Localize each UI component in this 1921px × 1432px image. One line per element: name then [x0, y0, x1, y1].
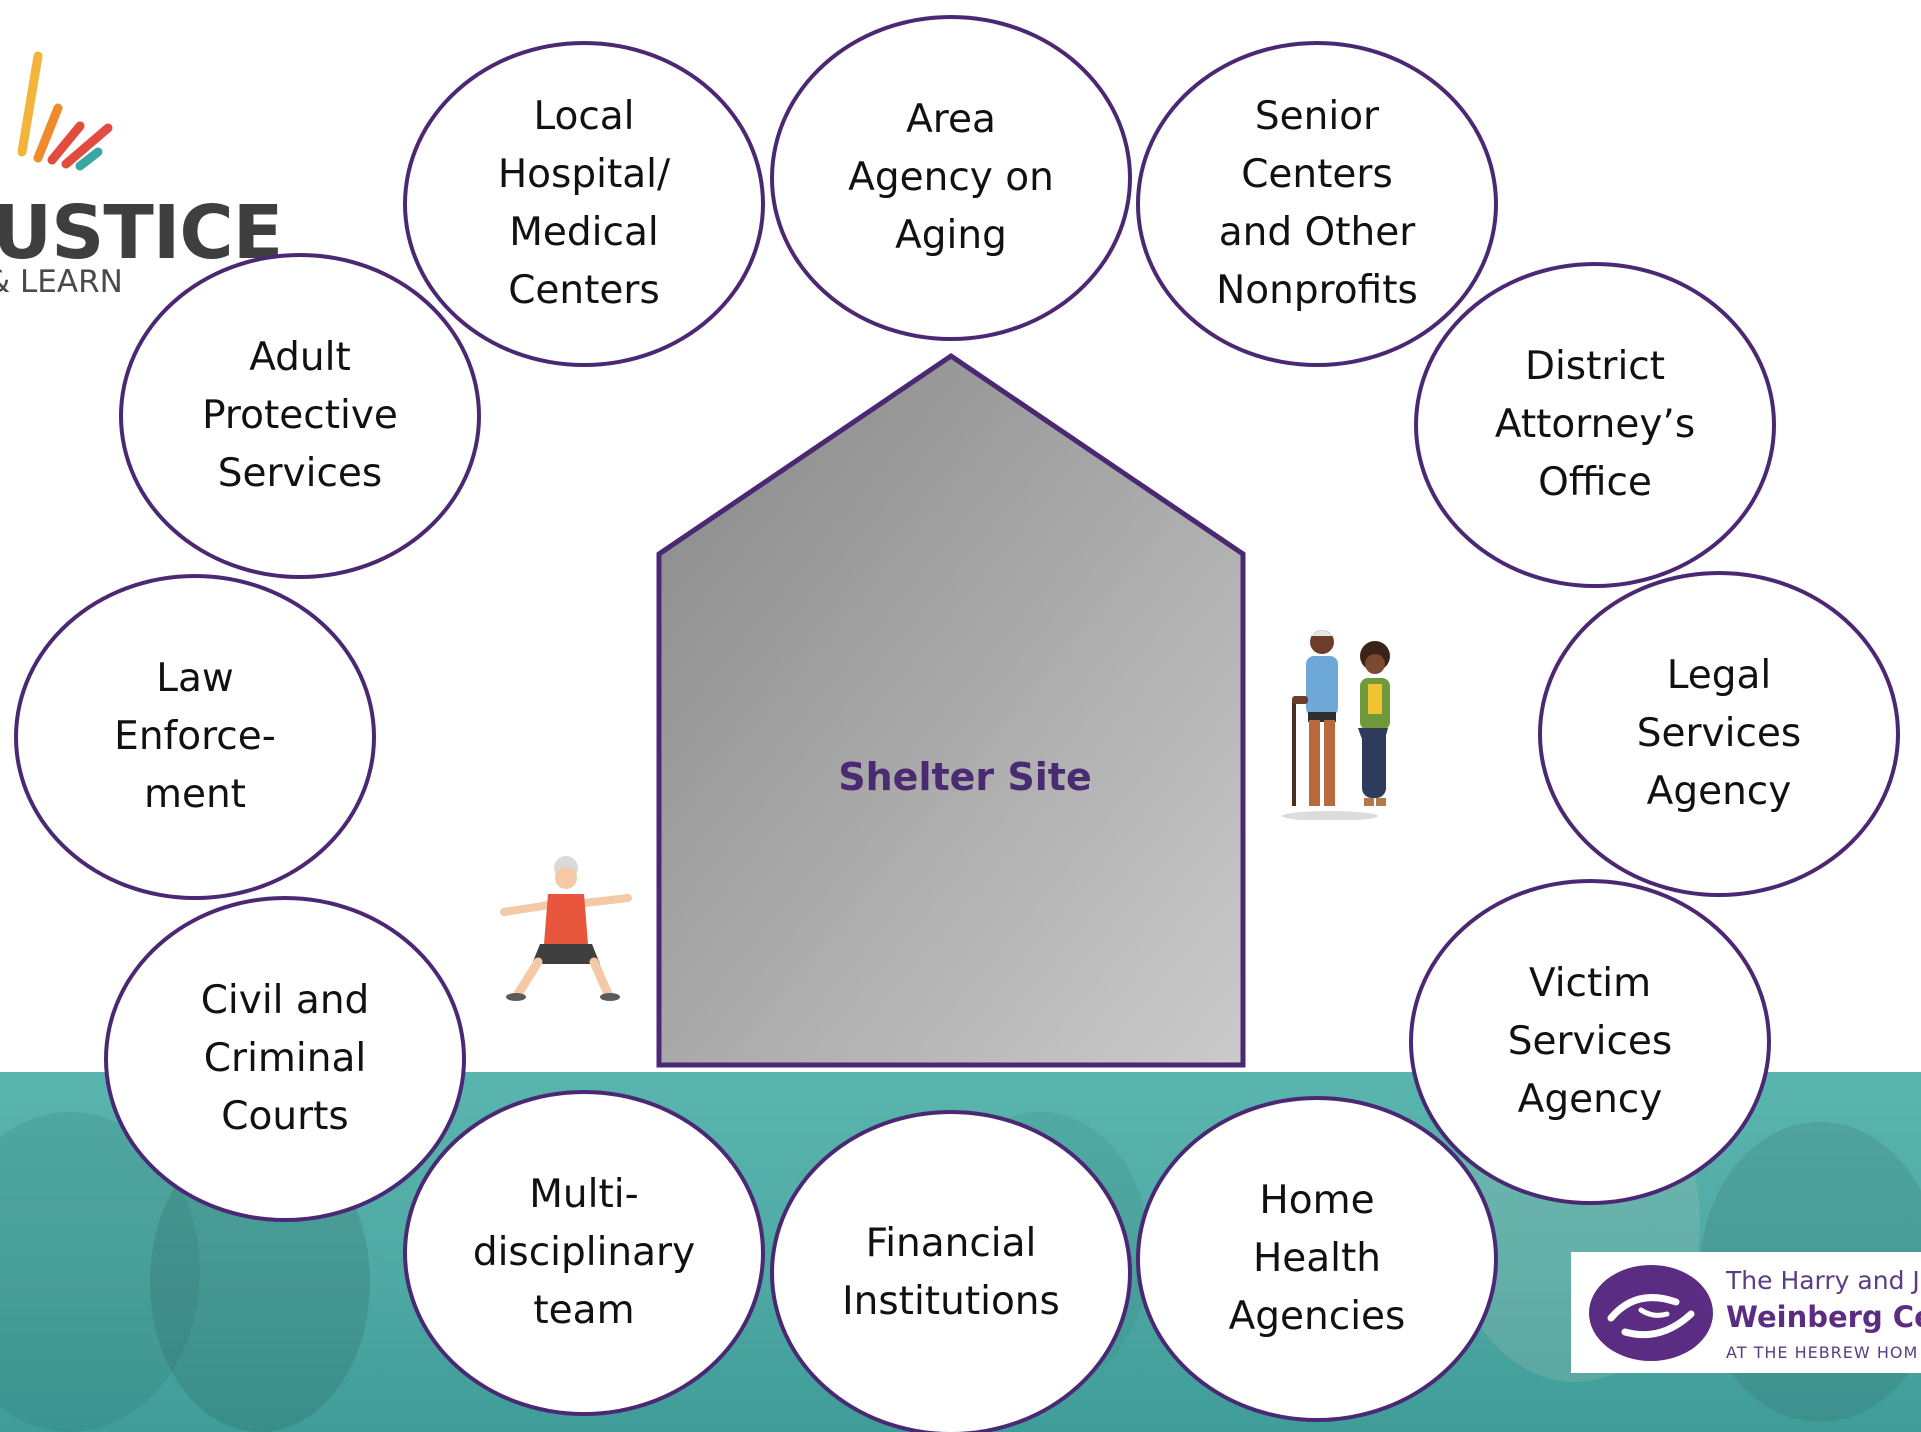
logo-line-1: The Harry and Je — [1726, 1266, 1921, 1295]
partner-senior-centers: Senior Centers and Other Nonprofits — [1136, 41, 1498, 367]
partner-adult-protective-services: Adult Protective Services — [119, 253, 481, 579]
hands-logo-icon — [1589, 1265, 1713, 1361]
logo-subtitle: & LEARN — [0, 264, 123, 300]
partner-financial-institutions: Financial Institutions — [770, 1110, 1132, 1432]
partner-district-attorney: District Attorney’s Office — [1414, 262, 1776, 588]
partner-home-health: Home Health Agencies — [1136, 1096, 1498, 1422]
logo-wordmark: USTICE — [0, 190, 283, 276]
partner-multidisciplinary-team: Multi- disciplinary team — [403, 1090, 765, 1416]
partner-label: Legal Services Agency — [1636, 653, 1802, 814]
partner-label: Local Hospital/ Medical Centers — [497, 94, 671, 313]
partner-label: Financial Institutions — [842, 1221, 1060, 1324]
partner-label: Home Health Agencies — [1228, 1178, 1406, 1339]
justice-logo: USTICE & LEARN — [0, 40, 283, 300]
partner-label: Adult Protective Services — [202, 335, 398, 496]
logo-bars-icon — [17, 51, 113, 171]
partner-civil-criminal-courts: Civil and Criminal Courts — [104, 896, 466, 1222]
logo-line-3: AT THE HEBREW HOM — [1726, 1343, 1919, 1362]
partner-label: Civil and Criminal Courts — [200, 978, 370, 1139]
weinberg-center-logo: The Harry and Je Weinberg Cen AT THE HEB… — [1571, 1252, 1921, 1373]
partner-label: Area Agency on Aging — [848, 97, 1054, 258]
shelter-site-label: Shelter Site — [838, 755, 1092, 799]
partner-label: Victim Services Agency — [1507, 961, 1673, 1122]
partner-area-agency-on-aging: Area Agency on Aging — [770, 15, 1132, 341]
partner-label: District Attorney’s Office — [1494, 344, 1696, 505]
elderly-couple-illustration — [1282, 630, 1390, 820]
partner-victim-services: Victim Services Agency — [1409, 879, 1771, 1205]
yoga-woman-illustration — [500, 856, 632, 1001]
partner-label: Multi- disciplinary team — [472, 1172, 696, 1333]
partner-law-enforcement: Law Enforce- ment — [14, 574, 376, 900]
partner-legal-services: Legal Services Agency — [1538, 571, 1900, 897]
partner-label: Senior Centers and Other Nonprofits — [1216, 94, 1418, 313]
shelter-house-shape — [656, 352, 1246, 1068]
partner-local-hospital: Local Hospital/ Medical Centers — [403, 41, 765, 367]
partner-label: Law Enforce- ment — [114, 656, 276, 817]
logo-line-2: Weinberg Cen — [1726, 1300, 1921, 1334]
